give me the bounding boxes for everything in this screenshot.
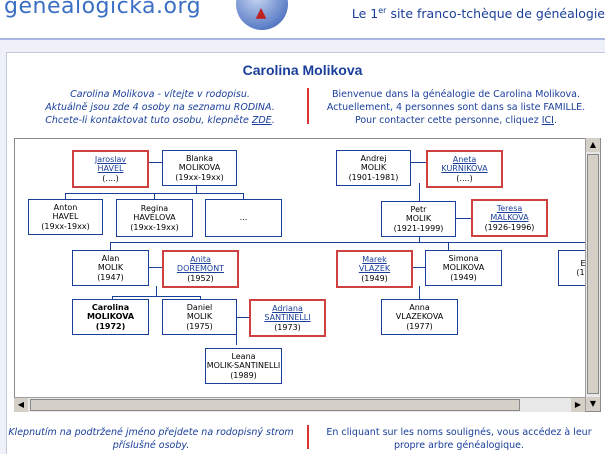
contact-link-fr[interactable]: ICI [541, 115, 554, 126]
person-jaroslav-havel[interactable]: Jaroslav HAVEL (....) [72, 150, 149, 188]
person-carolina-molikova: Carolina MOLIKOVA (1972) [72, 299, 149, 335]
horizontal-scrollbar[interactable]: ◀ ▶ [14, 397, 585, 412]
page-title: Carolina Molikova [242, 62, 363, 78]
flag-mark-icon: ▲ [255, 5, 267, 21]
sibling-line [112, 296, 200, 297]
person-anita-doremont[interactable]: Anita DOREMONT (1952) [162, 250, 239, 288]
spouse-connector [149, 162, 162, 163]
person-anna-vlazekova: Anna VLAZEKOVA (1977) [381, 299, 458, 335]
descent-line [419, 286, 420, 299]
person-anton-havel: Anton HAVEL (19xx-19xx) [28, 199, 103, 235]
horizontal-scroll-thumb[interactable] [30, 399, 520, 411]
person-teresa-malkova[interactable]: Teresa MALKOVA (1926-1996) [471, 199, 548, 237]
site-header: genealogicka.org ▲ Le 1er site franco-tc… [0, 0, 605, 38]
sibling-line [110, 242, 600, 243]
spouse-connector [412, 267, 425, 268]
intro-french: Bienvenue dans la généalogie de Carolina… [326, 89, 586, 126]
footer-czech-note: Klepnutím na podtržené jméno přejdete na… [8, 427, 294, 451]
spouse-connector [236, 317, 249, 318]
person-andrej-molik: Andrej MOLIK (1901-1981) [336, 150, 411, 186]
language-separator [307, 88, 309, 124]
person-adriana-santinelli[interactable]: Adriana SANTINELLI (1973) [249, 299, 326, 337]
descent-line [156, 286, 157, 296]
descent-line [112, 296, 113, 299]
descent-line [110, 242, 111, 250]
descent-line [200, 296, 201, 299]
spouse-connector [456, 218, 471, 219]
scroll-up-arrow-icon[interactable]: ▲ [586, 138, 600, 152]
site-tagline: Le 1er site franco-tchèque de généalogie [351, 6, 605, 22]
spouse-connector [149, 267, 162, 268]
person-leana-molik-santinelli: Leana MOLIK-SANTINELLI (1989) [205, 348, 282, 384]
person-marek-vlazek[interactable]: Marek VLAZEK (1949) [336, 250, 413, 288]
footer-french-note: En cliquant sur les noms soulignés, vous… [326, 427, 592, 451]
contact-link-cz[interactable]: ZDE [251, 115, 272, 126]
person-regina-havelova: Regina HAVELOVA (19xx-19xx) [116, 199, 193, 237]
scroll-right-arrow-icon[interactable]: ▶ [571, 398, 585, 412]
scroll-down-arrow-icon[interactable]: ▼ [586, 397, 600, 411]
descent-line [154, 193, 155, 199]
descent-line [243, 193, 244, 199]
intro-czech: Carolina Molikova - vítejte v rodopisu. … [45, 89, 275, 126]
person-blanka-molikova: Blanka MOLIKOVA (19xx-19xx) [162, 150, 237, 186]
person-daniel-molik: Daniel MOLIK (1975) [162, 299, 237, 335]
person-aneta-kurnikova[interactable]: Aneta KURNIKOVA (....) [426, 150, 503, 188]
header-divider [0, 38, 605, 40]
vertical-scrollbar[interactable]: ▲ ▼ [585, 138, 600, 411]
footer-separator [307, 425, 309, 449]
person-petr-molik: Petr MOLIK (1921-1999) [381, 201, 456, 237]
descent-line [419, 183, 420, 201]
person-simona-molikova: Simona MOLIKOVA (1949) [425, 250, 502, 286]
scroll-left-arrow-icon[interactable]: ◀ [14, 398, 28, 412]
more-siblings-box[interactable]: ... [205, 199, 282, 237]
descent-line [419, 237, 420, 242]
person-alan-molik: Alan MOLIK (1947) [72, 250, 149, 286]
descent-line [448, 242, 449, 250]
vertical-scroll-thumb[interactable] [587, 154, 599, 394]
descent-line [65, 193, 66, 199]
site-logo[interactable]: genealogicka.org [4, 0, 202, 19]
descent-line [196, 183, 197, 193]
family-tree: Jaroslav HAVEL (....) Blanka MOLIKOVA (1… [14, 138, 601, 412]
